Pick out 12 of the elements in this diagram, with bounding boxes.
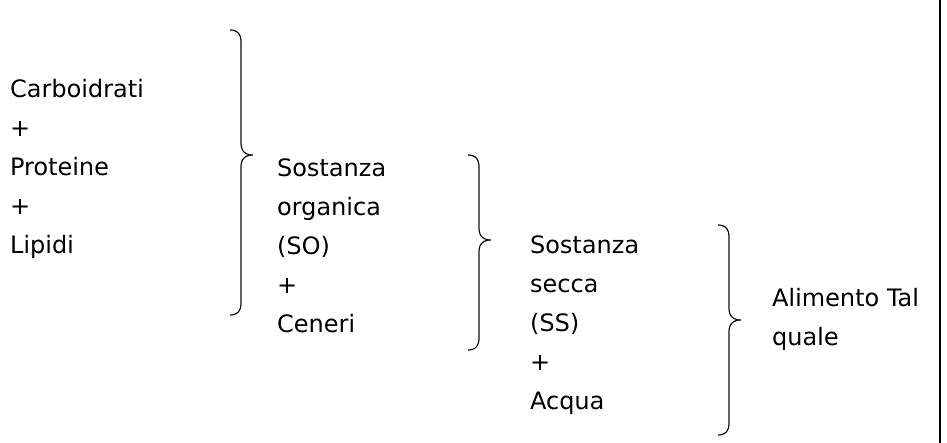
term-label: Lipidi — [10, 230, 74, 261]
term-label: Sostanza secca (SS) — [530, 230, 640, 339]
plus-sign: + — [10, 191, 30, 222]
plus-sign: + — [10, 113, 30, 144]
plus-sign: + — [530, 347, 550, 378]
term-label: Sostanza organica (SO) — [277, 153, 386, 262]
term-label: Proteine — [10, 152, 109, 183]
term-label: Carboidrati — [10, 74, 144, 105]
term-label: Ceneri — [277, 309, 356, 340]
term-label: Alimento Tal quale — [772, 283, 920, 353]
term-label: Acqua — [530, 386, 604, 417]
plus-sign: + — [277, 270, 298, 301]
